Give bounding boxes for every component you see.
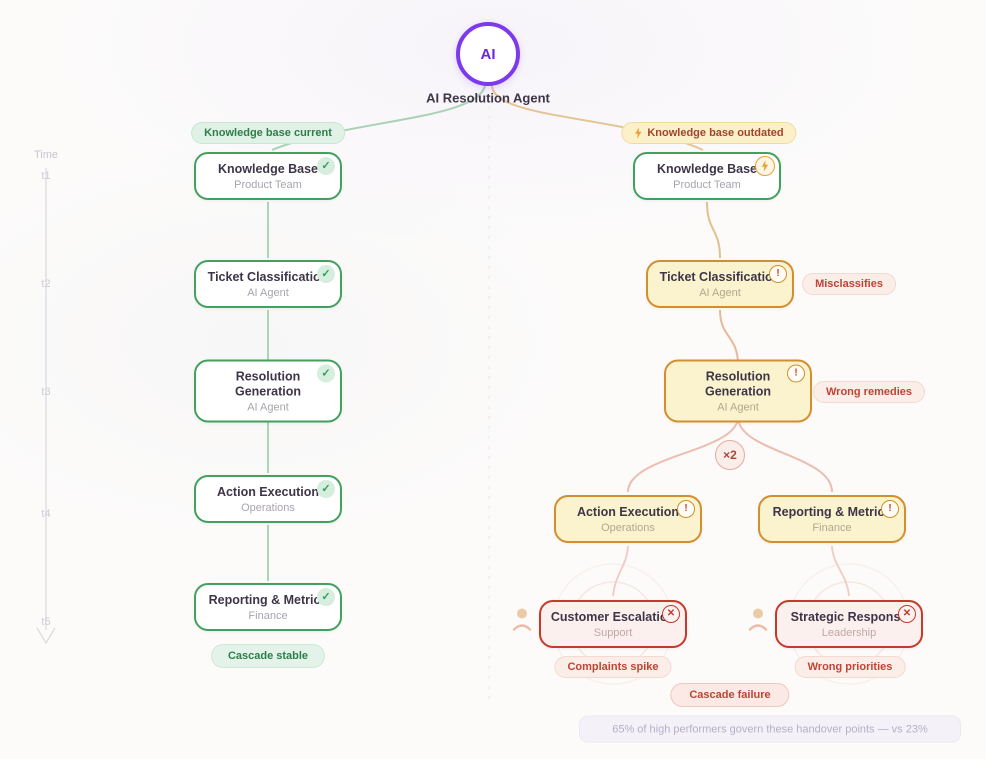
check-icon: ✓ [317,157,335,175]
node-title: Knowledge Base [656,162,758,176]
node-title: Reporting & Metrics [772,505,892,519]
issue-badge-label: Wrong priorities [807,661,893,673]
node-title: Action Execution [576,505,680,519]
node-subtitle: AI Agent [247,401,289,414]
fail-icon: ✕ [898,605,916,623]
node-subtitle: AI Agent [247,287,289,299]
node-title: Resolution Generation [705,369,771,399]
issue-badge-label: Complaints spike [567,661,659,673]
warning-icon: ! [769,265,787,283]
outcome-badge-stable-label: Cascade stable [227,650,309,662]
warning-icon: ! [881,500,899,518]
node-knowledge-base-outdated[interactable]: Knowledge Base Product Team [633,152,781,200]
edge-resolution-to-reporting [737,416,833,493]
edge-kb-to-classification [706,201,721,259]
node-reporting-metrics-degraded[interactable]: ! Reporting & Metrics Finance [758,495,906,543]
issue-badge-complaints-spike: Complaints spike [554,656,672,678]
issue-badge-label: Misclassifies [815,278,883,290]
node-ticket-classification-degraded[interactable]: ! Ticket Classification AI Agent [646,260,794,308]
lightning-icon [635,127,642,139]
timeline-tick-t4: t4 [41,508,51,520]
edge-action-to-escalation [612,545,629,597]
node-subtitle: Finance [248,610,288,622]
timeline-tick-t1: t1 [41,170,51,182]
node-subtitle: Support [593,627,633,639]
timeline-axis [36,168,56,645]
node-resolution-generation-degraded[interactable]: ! Resolution Generation AI Agent [664,359,812,423]
node-title: Ticket Classification [659,270,781,284]
node-subtitle: Leadership [821,627,877,639]
edge-classification-to-resolution [719,309,739,366]
node-knowledge-base-healthy[interactable]: ✓ Knowledge Base Product Team [194,152,342,200]
lightning-icon [755,156,775,176]
root-agent-title: AI Resolution Agent [426,90,550,106]
node-action-execution-degraded[interactable]: ! Action Execution Operations [554,495,702,543]
node-title: Customer Escalation [550,610,676,624]
root-agent-node[interactable]: AI [456,22,520,86]
node-action-execution-healthy[interactable]: ✓ Action Execution Operations [194,475,342,523]
multiplier-badge-label: ×2 [723,448,737,462]
node-resolution-generation-healthy[interactable]: ✓ Resolution Generation AI Agent [194,359,342,423]
node-subtitle: AI Agent [699,287,741,299]
check-icon: ✓ [317,364,335,383]
node-title: Knowledge Base [217,162,319,176]
check-icon: ✓ [317,265,335,283]
edge-resolution-to-action [627,416,739,493]
node-reporting-metrics-healthy[interactable]: ✓ Reporting & Metrics Finance [194,583,342,631]
node-subtitle: Operations [241,502,295,514]
issue-badge-label: Wrong remedies [826,386,912,398]
fail-icon: ✕ [662,605,680,623]
footer-stat-bar: 65% of high performers govern these hand… [579,715,961,743]
node-subtitle: Finance [812,522,852,534]
node-title: Resolution Generation [235,369,301,399]
node-subtitle: Operations [601,522,655,534]
node-strategic-response[interactable]: ✕ Strategic Response Leadership [775,600,923,648]
issue-badge-wrong-priorities: Wrong priorities [794,656,906,678]
footer-stat-text: 65% of high performers govern these hand… [612,723,928,735]
node-subtitle: Product Team [673,179,741,191]
warning-icon: ! [787,364,805,383]
outcome-badge-failure: Cascade failure [670,683,790,707]
branch-badge-outdated-label: Knowledge base outdated [647,127,784,139]
outcome-badge-failure-label: Cascade failure [689,689,771,701]
edge-reporting-to-response [831,545,850,597]
node-title: Strategic Response [790,610,908,624]
branch-badge-outdated: Knowledge base outdated [621,122,797,144]
outcome-badge-stable: Cascade stable [210,644,326,668]
multiplier-badge: ×2 [715,440,745,470]
node-customer-escalation[interactable]: ✕ Customer Escalation Support [539,600,687,648]
node-subtitle: AI Agent [717,401,759,414]
person-icon [747,606,769,639]
issue-badge-misclassifies: Misclassifies [802,273,896,295]
issue-badge-wrong-remedies: Wrong remedies [813,381,925,403]
check-icon: ✓ [317,588,335,606]
branch-badge-current-label: Knowledge base current [204,127,332,139]
timeline-tick-t2: t2 [41,278,51,290]
person-icon [511,606,533,639]
root-agent-avatar: AI [480,45,496,63]
node-title: Ticket Classification [207,270,329,284]
node-title: Action Execution [216,485,320,499]
check-icon: ✓ [317,480,335,498]
timeline-tick-t5: t5 [41,616,51,628]
node-title: Reporting & Metrics [208,593,328,607]
node-ticket-classification-healthy[interactable]: ✓ Ticket Classification AI Agent [194,260,342,308]
timeline-label: Time [33,149,59,161]
branch-badge-current: Knowledge base current [191,122,345,144]
warning-icon: ! [677,500,695,518]
timeline-tick-t3: t3 [41,386,51,398]
node-subtitle: Product Team [234,179,302,191]
